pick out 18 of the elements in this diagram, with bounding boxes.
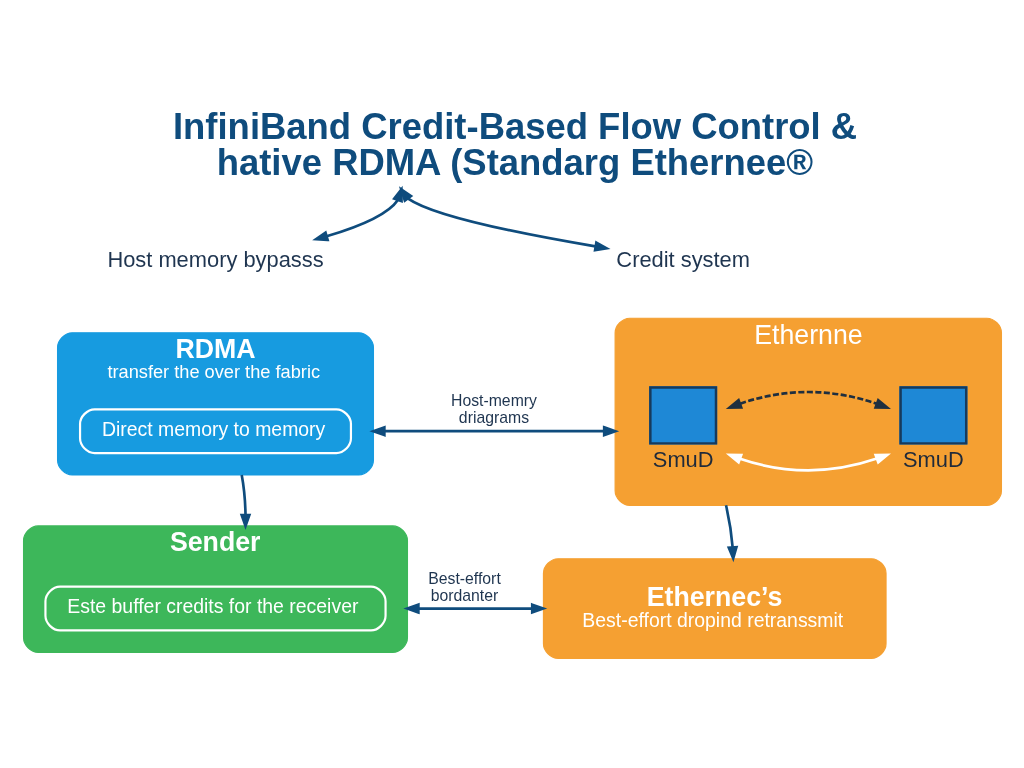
node-label: SmuD — [652, 446, 714, 472]
edge-label: Host-memry driagrams — [450, 392, 537, 427]
node-label: SmuD — [902, 446, 964, 472]
arrow — [725, 390, 891, 410]
arrow — [724, 505, 738, 563]
node-box: Este buffer credits for the receiver — [43, 585, 387, 632]
arrow — [725, 453, 891, 472]
node-box: Direct memory to memory — [78, 408, 352, 455]
node-text: Host memory bypasss — [106, 246, 324, 272]
arrow — [398, 186, 610, 252]
node-box: Ethernec’s Best-effort dropind retranssmit — [542, 558, 887, 659]
arrow — [311, 185, 413, 242]
edge-label: Best-effort bordanter — [427, 569, 501, 604]
node-text: Credit system — [615, 246, 750, 272]
arrow — [368, 425, 619, 437]
arrow — [402, 602, 547, 615]
arrow — [239, 474, 251, 530]
diagram-title: InfiniBand Credit-Based Flow Control & hative RDMA (Standarg Ethernee® — [172, 105, 857, 184]
